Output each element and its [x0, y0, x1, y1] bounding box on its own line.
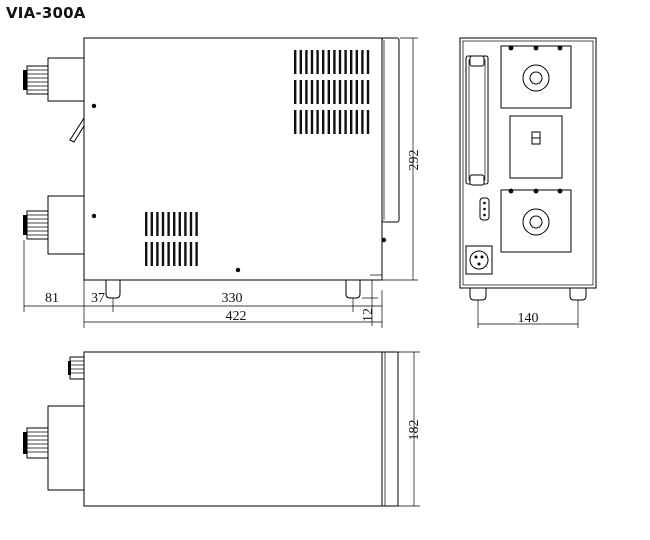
vent-slot	[350, 80, 353, 104]
dim-foot-span: 330	[222, 291, 243, 306]
vent-slot	[327, 110, 330, 134]
lower-knurled-knob-icon	[23, 210, 49, 240]
vent-slot	[310, 110, 314, 134]
side-body	[83, 37, 383, 281]
dim-front-offset: 37	[91, 291, 105, 306]
lower-connector-body	[47, 195, 85, 255]
vent-grille-lower	[145, 212, 198, 266]
vent-slot	[333, 80, 336, 104]
vent-slot	[355, 110, 358, 134]
vent-grille-upper	[294, 50, 370, 134]
top-knurled-knob-icon	[23, 427, 49, 459]
vent-slot	[333, 110, 336, 134]
top-body	[83, 351, 383, 507]
vent-slot	[361, 80, 364, 104]
vent-slot	[316, 80, 319, 104]
screw-icon	[91, 213, 97, 219]
vent-slot	[350, 110, 353, 134]
vent-slot	[195, 212, 198, 236]
power-switch-panel	[509, 115, 563, 179]
vent-slot	[338, 110, 342, 134]
top-handle	[381, 351, 399, 507]
vent-slot	[361, 110, 364, 134]
front-view: 140	[459, 37, 597, 328]
vent-slot	[167, 212, 170, 236]
vent-slot	[189, 242, 193, 266]
vent-slot	[338, 80, 342, 104]
vent-slot	[150, 212, 153, 236]
model-title: VIA-300A	[6, 4, 86, 22]
vent-slot	[189, 212, 193, 236]
upper-knurled-knob-icon	[23, 65, 49, 95]
vent-slot	[344, 50, 347, 74]
vent-slot	[294, 80, 297, 104]
vent-slot	[305, 80, 308, 104]
vent-slot	[327, 80, 330, 104]
vent-slot	[305, 50, 308, 74]
vent-slot	[299, 110, 302, 134]
dim-height: 292	[407, 150, 422, 171]
screw-icon	[91, 103, 97, 109]
foot-right	[345, 279, 361, 299]
dim-width: 140	[518, 311, 539, 326]
vent-slot	[355, 50, 358, 74]
vent-slot	[184, 212, 187, 236]
vent-slot	[161, 212, 165, 236]
vent-slot	[355, 80, 358, 104]
vent-slot	[316, 110, 319, 134]
dim-left-offset: 81	[45, 291, 59, 306]
vent-slot	[322, 110, 325, 134]
vent-slot	[350, 50, 353, 74]
top-view: 182	[23, 351, 422, 507]
vent-slot	[299, 80, 302, 104]
vent-slot	[310, 50, 314, 74]
vent-slot	[366, 80, 370, 104]
vent-slot	[310, 80, 314, 104]
vent-slot	[344, 80, 347, 104]
vent-slot	[294, 50, 297, 74]
vent-slot	[195, 242, 198, 266]
top-knob-icon	[68, 356, 85, 380]
top-connector-body	[47, 405, 85, 491]
vent-slot	[327, 50, 330, 74]
vent-slot	[161, 242, 165, 266]
vent-slot	[316, 50, 319, 74]
vent-slot	[366, 110, 370, 134]
vent-slot	[344, 110, 347, 134]
vent-slot	[294, 110, 297, 134]
side-view: 292 81 37 330 422 12	[23, 37, 422, 328]
vent-slot	[184, 242, 187, 266]
vent-slot	[361, 50, 364, 74]
side-lever	[69, 117, 85, 143]
vent-slot	[299, 50, 302, 74]
vent-slot	[173, 242, 176, 266]
dim-foot-height: 12	[361, 308, 376, 322]
vent-slot	[322, 50, 325, 74]
vent-slot	[145, 242, 148, 266]
dim-depth: 182	[407, 420, 422, 441]
vent-slot	[366, 50, 370, 74]
vent-slot	[305, 110, 308, 134]
vent-slot	[150, 242, 153, 266]
vent-slot	[333, 50, 336, 74]
vent-slot	[173, 212, 176, 236]
vent-slot	[338, 50, 342, 74]
vent-slot	[322, 80, 325, 104]
vent-slot	[156, 212, 159, 236]
vent-slot	[178, 212, 181, 236]
screw-icon	[381, 237, 387, 243]
foot-left	[105, 279, 121, 299]
upper-connector-body	[47, 57, 85, 102]
vent-slot	[167, 242, 170, 266]
dim-total-length: 422	[226, 309, 247, 324]
side-handle	[381, 37, 400, 223]
vent-slot	[145, 212, 148, 236]
screw-icon	[235, 267, 241, 273]
vent-slot	[156, 242, 159, 266]
vent-slot	[178, 242, 181, 266]
